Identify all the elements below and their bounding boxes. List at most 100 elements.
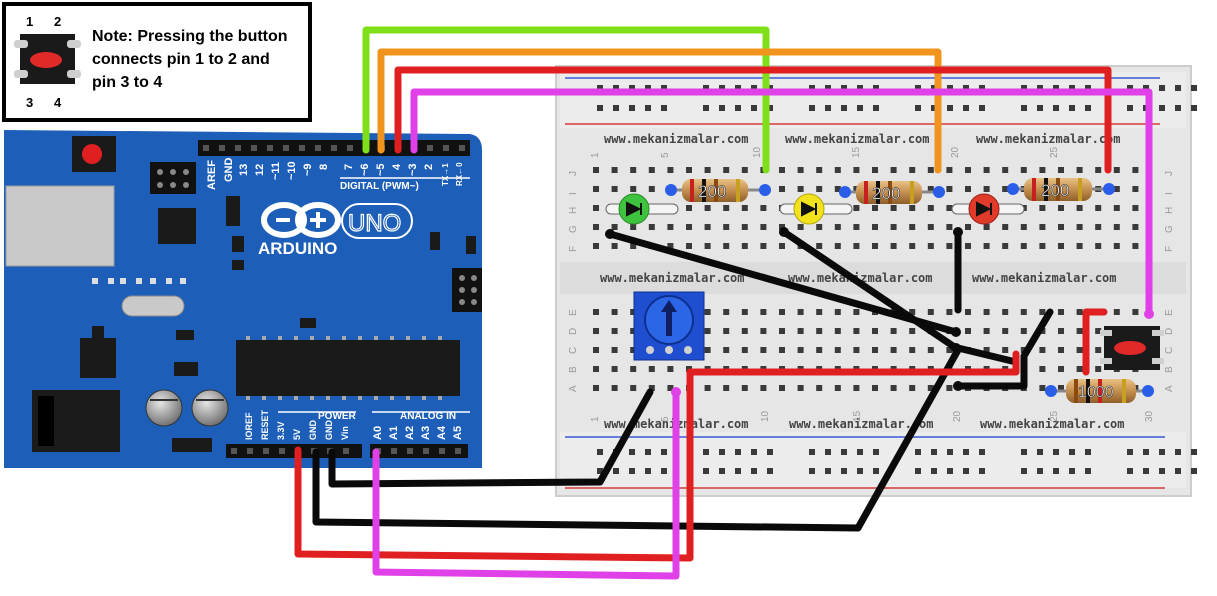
pin-label: GND — [223, 158, 235, 183]
breadboard-hole — [927, 186, 934, 192]
breadboard-hole — [611, 243, 618, 249]
breadboard-hole — [946, 347, 953, 353]
pin-label: A3 — [420, 426, 432, 440]
wire-magenta — [410, 88, 1153, 318]
breadboard-hole — [667, 167, 674, 173]
wire-black — [954, 308, 1054, 390]
breadboard-hole — [760, 328, 767, 334]
breadboard-hole — [853, 243, 860, 249]
breadboard-hole — [816, 243, 823, 249]
pin-label: 13 — [238, 164, 250, 176]
breadboard-hole — [611, 347, 618, 353]
header-socket[interactable] — [423, 448, 429, 454]
breadboard-hole — [1058, 224, 1064, 230]
breadboard-hole — [1095, 167, 1102, 173]
breadboard-hole — [760, 224, 767, 230]
breadboard-hole — [1132, 205, 1139, 211]
row-label: E — [1164, 309, 1175, 316]
col-label: 30 — [1144, 410, 1155, 422]
breadboard-hole — [873, 85, 879, 91]
header-socket[interactable] — [315, 145, 321, 151]
header-socket[interactable] — [459, 145, 465, 151]
breadboard-hole — [611, 366, 618, 372]
resistor-r1: 200 — [665, 179, 771, 202]
header-socket[interactable] — [279, 448, 285, 454]
breadboard-hole — [630, 186, 637, 192]
header-socket[interactable] — [203, 145, 209, 151]
watermark: www.mekanizmalar.com — [976, 132, 1121, 146]
breadboard-hole — [767, 105, 773, 111]
breadboard: www.mekanizmalar.com www.mekanizmalar.co… — [555, 65, 1197, 497]
breadboard-hole — [816, 224, 823, 230]
breadboard-hole — [751, 449, 757, 455]
breadboard-hole — [703, 105, 709, 111]
header-socket[interactable] — [235, 145, 241, 151]
header-socket[interactable] — [455, 448, 461, 454]
breadboard-hole — [909, 167, 916, 173]
breadboard-hole — [927, 385, 934, 391]
breadboard-hole — [1039, 347, 1046, 353]
breadboard-hole — [1039, 243, 1046, 249]
push-button[interactable] — [1100, 326, 1164, 370]
header-socket[interactable] — [427, 145, 433, 151]
breadboard-hole — [630, 243, 637, 249]
breadboard-hole — [1085, 85, 1091, 91]
breadboard-hole — [1076, 366, 1083, 372]
header-socket[interactable] — [391, 448, 397, 454]
header-socket[interactable] — [247, 448, 253, 454]
wire-black — [312, 346, 962, 532]
row-label: H — [1164, 207, 1175, 214]
breadboard-hole — [909, 385, 916, 391]
header-socket[interactable] — [343, 448, 349, 454]
note-line-2: connects pin 1 to 2 and — [92, 51, 270, 68]
breadboard-hole — [853, 385, 860, 391]
header-socket[interactable] — [283, 145, 289, 151]
breadboard-hole — [909, 347, 916, 353]
breadboard-holes — [593, 85, 1197, 474]
breadboard-hole — [593, 366, 599, 372]
row-label: A — [1164, 385, 1175, 392]
breadboard-hole — [853, 205, 860, 211]
header-socket[interactable] — [299, 145, 305, 151]
breadboard-hole — [1058, 385, 1064, 391]
breadboard-hole — [597, 105, 603, 111]
breadboard-hole — [629, 105, 635, 111]
arduino-board: AREF GND 13 12 ~11 ~10 ~9 8 7 ~6 ~5 4 ~3… — [4, 130, 482, 468]
pin-label-3: 3 — [26, 95, 33, 110]
header-socket[interactable] — [443, 145, 449, 151]
header-socket[interactable] — [407, 448, 413, 454]
header-socket[interactable] — [231, 448, 237, 454]
pin-label: 3.3V — [276, 421, 286, 440]
breadboard-hole — [1037, 449, 1043, 455]
breadboard-hole — [1039, 167, 1046, 173]
breadboard-hole — [946, 167, 953, 173]
potentiometer[interactable] — [633, 291, 705, 361]
breadboard-hole — [983, 243, 990, 249]
breadboard-hole — [931, 468, 937, 474]
breadboard-hole — [686, 243, 692, 249]
uno-badge: UNO — [341, 203, 413, 239]
breadboard-hole — [1020, 243, 1027, 249]
wire-red-5v — [294, 350, 1020, 562]
header-socket[interactable] — [219, 145, 225, 151]
breadboard-hole — [648, 186, 655, 192]
breadboard-hole — [825, 468, 831, 474]
header-socket[interactable] — [267, 145, 273, 151]
pin-label: RESET — [260, 409, 270, 440]
breadboard-hole — [735, 449, 741, 455]
breadboard-hole — [735, 85, 741, 91]
breadboard-hole — [853, 328, 860, 334]
header-socket[interactable] — [439, 448, 445, 454]
header-socket[interactable] — [347, 145, 353, 151]
breadboard-hole — [760, 347, 767, 353]
breadboard-hole — [834, 224, 841, 230]
breadboard-hole — [1095, 366, 1102, 372]
row-label: H — [568, 207, 579, 214]
breadboard-hole — [751, 105, 757, 111]
row-label: B — [568, 366, 579, 373]
pin-label: 2 — [423, 164, 435, 170]
header-socket[interactable] — [263, 448, 269, 454]
header-socket[interactable] — [251, 145, 257, 151]
header-socket[interactable] — [331, 145, 337, 151]
watermark: www.mekanizmalar.com — [785, 132, 930, 146]
